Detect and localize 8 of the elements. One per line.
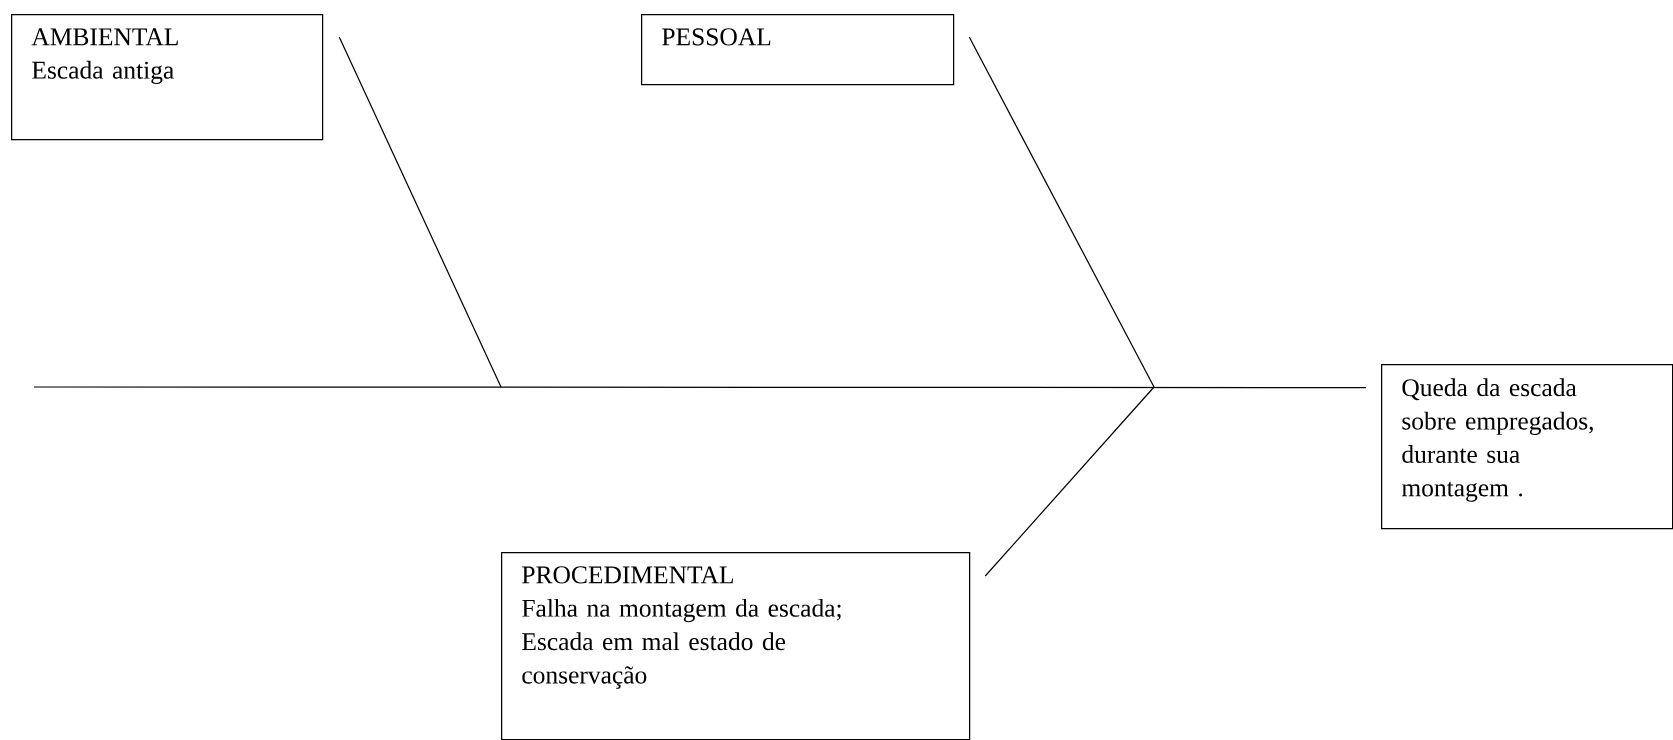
cause-box: AMBIENTAL Escada antiga: [11, 14, 324, 141]
spine-line: [33, 386, 1367, 389]
bone-line: [968, 36, 1155, 388]
cause-box: PESSOAL: [641, 14, 955, 86]
cause-box: PROCEDIMENTAL Falha na montagem da escada; Escada em mal estado de conservação: [501, 552, 971, 740]
effect-box: Queda da escada sobre empregados, durante sua montagem .: [1381, 364, 1673, 530]
bone-line: [338, 36, 502, 388]
bone-line: [984, 386, 1155, 577]
